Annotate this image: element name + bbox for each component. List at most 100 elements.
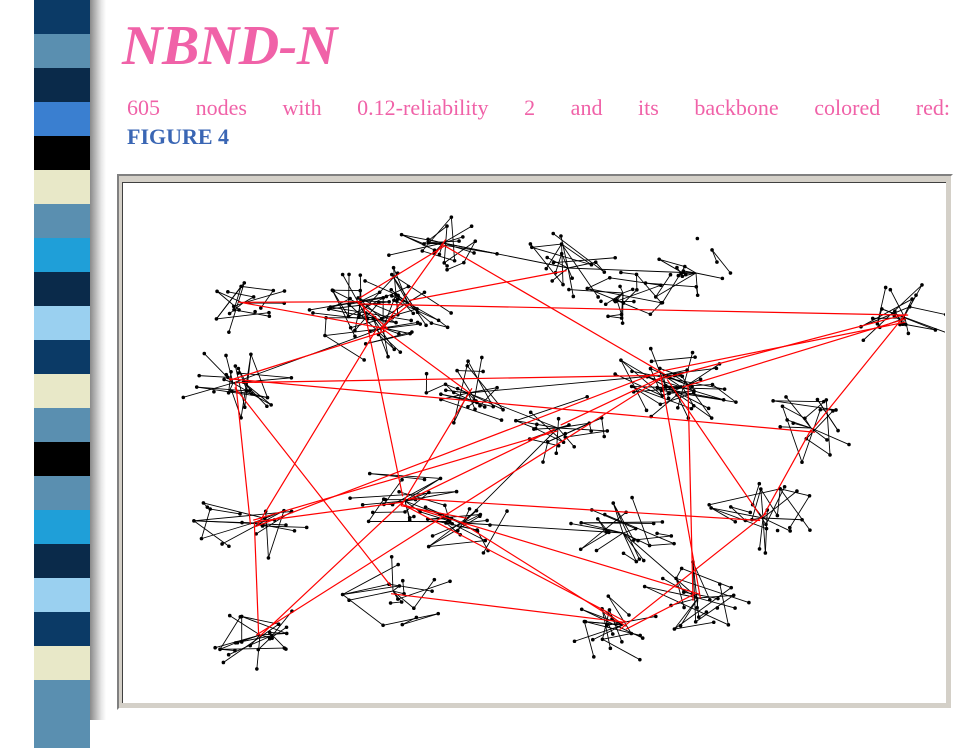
network-node [889, 288, 893, 292]
network-node [212, 390, 216, 394]
network-node [908, 305, 912, 309]
decorative-side-bar [34, 0, 90, 720]
network-node [729, 586, 733, 590]
network-node [660, 301, 664, 305]
network-node [415, 616, 419, 620]
side-bar-stripe [34, 102, 90, 136]
network-node [785, 418, 789, 422]
network-node [430, 321, 434, 325]
cluster-edge [216, 313, 269, 319]
network-node [423, 291, 427, 295]
network-node [284, 523, 288, 527]
network-node [420, 249, 424, 253]
network-node [249, 352, 253, 356]
network-node [733, 606, 737, 610]
network-node [712, 620, 716, 624]
network-node [389, 601, 393, 605]
network-node [439, 392, 443, 396]
network-node [284, 647, 288, 651]
network-node [412, 606, 416, 610]
network-node [530, 245, 534, 249]
side-bar-stripe [34, 136, 90, 170]
network-node [387, 300, 391, 304]
network-node [638, 634, 642, 638]
network-node [534, 427, 538, 431]
network-node [727, 623, 731, 627]
network-node [819, 408, 823, 412]
network-node [285, 625, 289, 629]
side-bar-stripe [34, 510, 90, 544]
cluster-edge [621, 273, 637, 275]
network-node [791, 421, 795, 425]
network-node [635, 273, 639, 277]
network-node [232, 305, 236, 309]
network-node [348, 496, 352, 500]
backbone-edge [620, 513, 767, 629]
cluster-edge [261, 291, 273, 309]
network-node [455, 490, 459, 494]
backbone-edge [391, 594, 625, 623]
network-node [290, 376, 294, 380]
cluster-edge [905, 318, 935, 330]
network-node [347, 598, 351, 602]
side-bar-stripe [34, 306, 90, 340]
network-node [348, 297, 352, 301]
network-node [733, 520, 737, 524]
backbone-edge [665, 315, 904, 378]
network-node [788, 526, 792, 530]
network-node [470, 224, 474, 228]
network-node [444, 388, 448, 392]
network-node [579, 521, 583, 525]
cluster-edge [210, 509, 240, 514]
network-node [425, 372, 429, 376]
network-node [650, 360, 654, 364]
side-bar-stripe [34, 68, 90, 102]
network-node [396, 294, 400, 298]
network-node [227, 653, 231, 657]
network-node [580, 608, 584, 612]
network-node [694, 620, 698, 624]
cluster-edge [562, 244, 563, 285]
network-node [400, 233, 404, 237]
network-node [721, 277, 725, 281]
network-node [596, 295, 600, 299]
cluster-edge [610, 278, 661, 285]
network-node [618, 285, 622, 289]
cluster-edge [201, 509, 210, 539]
side-bar-stripe [34, 272, 90, 306]
network-node [716, 606, 720, 610]
cluster-edge [257, 635, 260, 669]
network-node [836, 429, 840, 433]
cluster-edge [516, 421, 536, 429]
network-node [734, 400, 738, 404]
network-node [224, 354, 228, 358]
network-node [636, 539, 640, 543]
network-node [611, 632, 615, 636]
network-node [622, 301, 626, 305]
network-node [272, 289, 276, 293]
cluster-edge [602, 633, 631, 639]
network-node [227, 330, 231, 334]
network-node [181, 396, 185, 400]
network-node [661, 520, 665, 524]
network-node [329, 305, 333, 309]
network-node [466, 405, 470, 409]
cluster-edge [194, 521, 286, 525]
network-node [268, 314, 272, 318]
network-node [472, 251, 476, 255]
network-node [697, 615, 701, 619]
network-node [500, 418, 504, 422]
cluster-edge [777, 489, 780, 516]
network-node [269, 403, 273, 407]
backbone-edge [409, 271, 566, 301]
network-node [412, 515, 416, 519]
side-bar-stripe [34, 238, 90, 272]
network-node [426, 238, 430, 242]
network-node [630, 369, 634, 373]
network-node [399, 350, 403, 354]
network-node [649, 312, 653, 316]
network-node [387, 253, 391, 257]
network-node [240, 615, 244, 619]
network-node [648, 544, 652, 548]
network-node [245, 389, 249, 393]
